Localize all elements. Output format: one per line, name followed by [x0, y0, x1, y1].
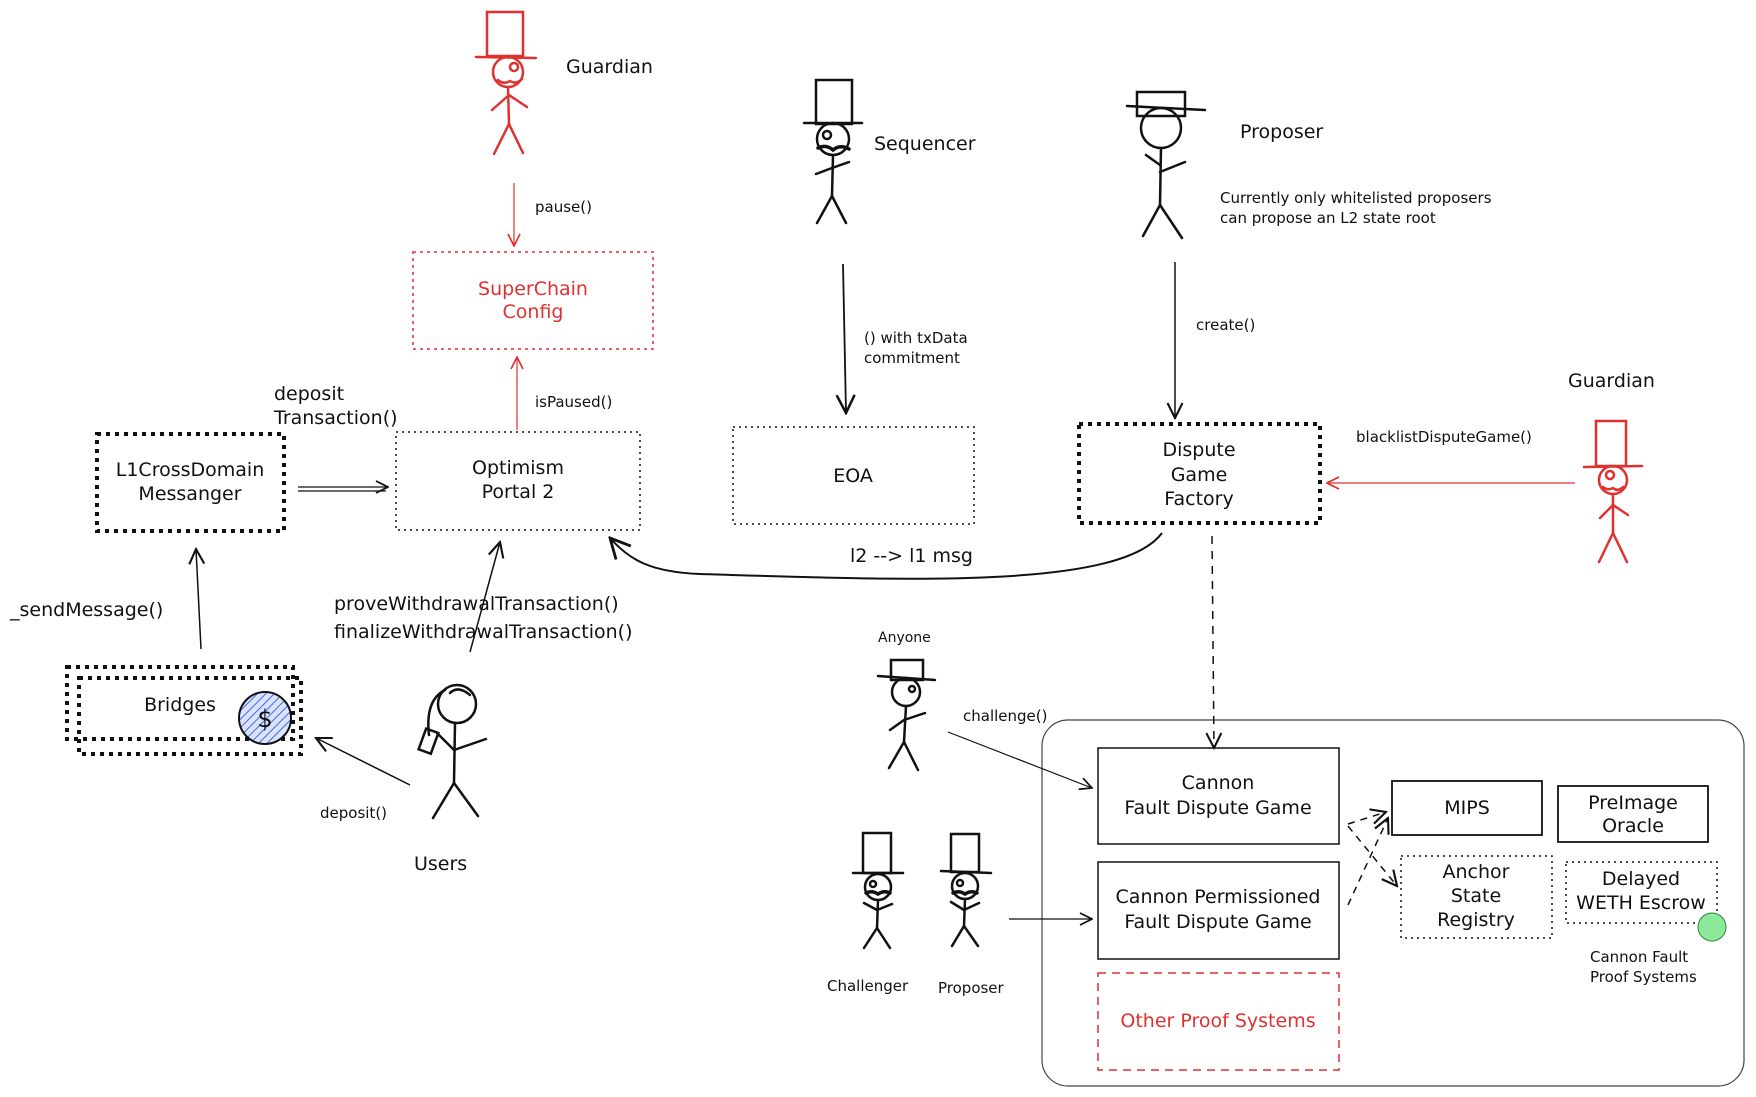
delayed-weth-line-1: Delayed [1602, 868, 1680, 890]
sequencer-label: Sequencer [874, 133, 976, 155]
l1-cross-domain-messenger-line-1: L1CrossDomain [116, 459, 264, 481]
cannon-group-line-1: Cannon Fault [1590, 948, 1688, 966]
l1-cross-domain-messenger-line-2: Messanger [138, 483, 241, 505]
cannon-group-line-2: Proof Systems [1590, 968, 1697, 986]
challenger-actor [851, 831, 905, 950]
l2-l1-msg-arrow [610, 532, 1163, 580]
users-label: Users [414, 853, 467, 875]
proposer-bottom-actor [939, 832, 993, 948]
finalize-withdrawal-label: finalizeWithdrawalTransaction() [334, 621, 633, 643]
l1-cross-domain-messenger-box: L1CrossDomain Messanger [95, 432, 286, 533]
send-message-arrow [196, 549, 201, 650]
anyone-actor [876, 658, 937, 772]
challenge-arrow [947, 731, 1092, 788]
l2-l1-msg-label: l2 --> l1 msg [850, 545, 973, 567]
dispute-game-factory-line-2: Game [1171, 464, 1228, 486]
anchor-state-registry-line-1: Anchor [1443, 861, 1510, 883]
proposer-top-actor [1125, 90, 1207, 240]
is-paused-label: isPaused() [535, 393, 612, 411]
tx-data-label-line-2: commitment [864, 349, 960, 367]
bridges-box: Bridges $ [65, 665, 303, 756]
proposer-top-label: Proposer [1240, 121, 1323, 143]
challenger-label: Challenger [827, 977, 909, 995]
optimism-portal-line-2: Portal 2 [482, 481, 555, 503]
superchain-config-line-2: Config [503, 301, 564, 323]
optimism-portal-line-1: Optimism [472, 457, 564, 479]
deposit-arrow [316, 738, 411, 786]
eoa-label: EOA [833, 465, 873, 487]
optimism-portal-box: Optimism Portal 2 [395, 431, 641, 531]
superchain-config-box: SuperChain Config [412, 251, 654, 350]
dispute-game-factory-line-1: Dispute [1162, 439, 1235, 461]
other-proof-systems-box: Other Proof Systems [1097, 972, 1340, 1071]
fdg-to-mips-arrow [1347, 812, 1386, 825]
guardian-right-actor [1582, 419, 1644, 564]
superchain-config-line-1: SuperChain [478, 278, 588, 300]
preimage-oracle-box: PreImage Oracle [1557, 785, 1709, 843]
blacklist-label: blacklistDisputeGame() [1356, 428, 1532, 446]
create-label: create() [1196, 316, 1255, 334]
bridges-label: Bridges [144, 694, 216, 716]
preimage-oracle-line-1: PreImage [1588, 792, 1678, 814]
guardian-top-label: Guardian [566, 56, 653, 78]
challenge-label: challenge() [963, 707, 1047, 725]
tx-data-label-line-1: () with txData [864, 329, 968, 347]
coin-symbol: $ [257, 705, 272, 733]
anchor-state-registry-line-3: Registry [1437, 909, 1515, 931]
send-message-label: _sendMessage() [9, 599, 163, 621]
eoa-box: EOA [732, 426, 975, 525]
anchor-state-registry-box: Anchor State Registry [1400, 855, 1553, 939]
withdrawal-arrow [469, 542, 500, 653]
proposer-note-line-2: can propose an L2 state root [1220, 209, 1436, 227]
guardian-right-label: Guardian [1568, 370, 1655, 392]
dispute-game-factory-box: Dispute Game Factory [1077, 422, 1322, 525]
cannon-permissioned-fdg-line-2: Fault Dispute Game [1124, 911, 1311, 933]
tx-data-arrow [843, 263, 846, 413]
anyone-label: Anyone [878, 630, 931, 646]
pause-label: pause() [535, 198, 592, 216]
proposer-bottom-label: Proposer [938, 979, 1005, 997]
delayed-weth-escrow-box: Delayed WETH Escrow [1565, 861, 1727, 942]
preimage-oracle-line-2: Oracle [1602, 815, 1664, 837]
other-proof-systems-label: Other Proof Systems [1120, 1010, 1315, 1032]
prove-withdrawal-label: proveWithdrawalTransaction() [334, 593, 619, 615]
coin-icon: $ [238, 691, 292, 745]
deposit-transaction-line-2: Transaction() [273, 407, 398, 429]
cannon-fault-proof-group: Cannon Fault Proof Systems [1041, 719, 1745, 1087]
cannon-permissioned-fdg-line-1: Cannon Permissioned [1116, 886, 1321, 908]
sequencer-actor [802, 78, 864, 225]
cannon-permissioned-fdg-box: Cannon Permissioned Fault Dispute Game [1097, 861, 1340, 960]
mips-label: MIPS [1444, 797, 1490, 819]
guardian-top-actor [474, 10, 538, 156]
dispute-game-factory-line-3: Factory [1164, 488, 1233, 510]
users-actor [416, 683, 488, 820]
status-dot-icon [1697, 912, 1727, 942]
cannon-fdg-box: Cannon Fault Dispute Game [1097, 747, 1340, 845]
anchor-state-registry-line-2: State [1451, 885, 1501, 907]
permissioned-to-mips-arrow [1347, 818, 1388, 906]
deposit-transaction-line-1: deposit [274, 383, 344, 405]
cannon-fdg-line-1: Cannon [1182, 772, 1255, 794]
proposer-note-line-1: Currently only whitelisted proposers [1220, 189, 1492, 207]
fdg-to-anchor-arrow [1347, 825, 1397, 886]
mips-box: MIPS [1391, 780, 1543, 836]
factory-to-cannon-arrow [1212, 535, 1214, 748]
delayed-weth-line-2: WETH Escrow [1576, 892, 1706, 914]
cannon-fdg-line-2: Fault Dispute Game [1124, 797, 1311, 819]
deposit-label: deposit() [320, 804, 387, 822]
